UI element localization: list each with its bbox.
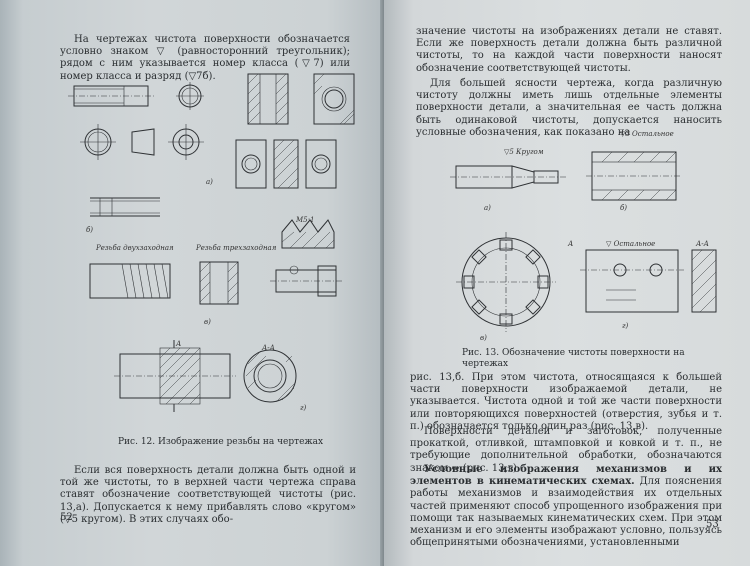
fig13-label-v: в): [480, 334, 487, 342]
right-figure-caption: Рис. 13. Обозначение чистоты поверхности…: [462, 348, 685, 369]
fig13-label-section-a: А: [568, 240, 574, 248]
fig12-label-section-a: А: [176, 340, 182, 348]
surface-finish-figure: [450, 151, 717, 332]
fig12-label-v: в): [204, 318, 211, 326]
left-page-number: 52: [60, 512, 73, 523]
fig13-label-ostalnoe-1: ▽3 Остальное: [620, 130, 674, 138]
fig12-label-thread-two-start: Резьба двухзаходная: [96, 244, 174, 252]
kinematic-paragraph: Для пояснения работы механизмов и взаимо…: [410, 476, 722, 549]
fig12-label-m: М5:1: [296, 216, 315, 224]
fig12-label-a: а): [206, 178, 213, 186]
fig13-label-krugom: ▽5 Кругом: [504, 148, 544, 156]
fig13-label-ostalnoe-2: ▽ Остальное: [606, 240, 656, 248]
fig13-label-b: б): [620, 204, 628, 212]
right-paragraph-13b: рис. 13,б. При этом чистота, относящаяся…: [410, 372, 722, 432]
left-intro-paragraph: На чертежах чистота поверхности обознача…: [60, 34, 350, 82]
kinematic-heading: Условные изображения механизмов и их эле…: [410, 464, 722, 488]
fig12-label-thread-three-start: Резьба трехзаходная: [196, 244, 277, 252]
fig13-label-a: а): [484, 204, 491, 212]
right-second-paragraph: Для большей ясности чертежа, когда разли…: [416, 78, 722, 138]
fig13-label-section-aa: А-А: [696, 240, 709, 248]
right-top-paragraph: значение чистоты на изображениях детали …: [416, 26, 722, 74]
left-bottom-paragraph: Если вся поверхность детали должна быть …: [60, 465, 356, 525]
left-figure-caption: Рис. 12. Изображение резьбы на чертежах: [118, 437, 324, 447]
fig13-label-g: г): [622, 322, 629, 330]
right-kinematic-section: Условные изображения механизмов и их эле…: [410, 464, 722, 549]
fig12-label-g: г): [300, 404, 307, 412]
left-page: На чертежах чистота поверхности обознача…: [0, 0, 384, 566]
thread-drawings-figure: [68, 73, 355, 412]
right-paragraph-blanks: Поверхности деталей и заготовок, получен…: [410, 426, 722, 474]
fig12-label-section-aa: А-А: [262, 344, 275, 352]
right-page-number: 53: [706, 519, 719, 530]
fig12-label-b: б): [86, 226, 94, 234]
right-page: значение чистоты на изображениях детали …: [384, 0, 750, 566]
